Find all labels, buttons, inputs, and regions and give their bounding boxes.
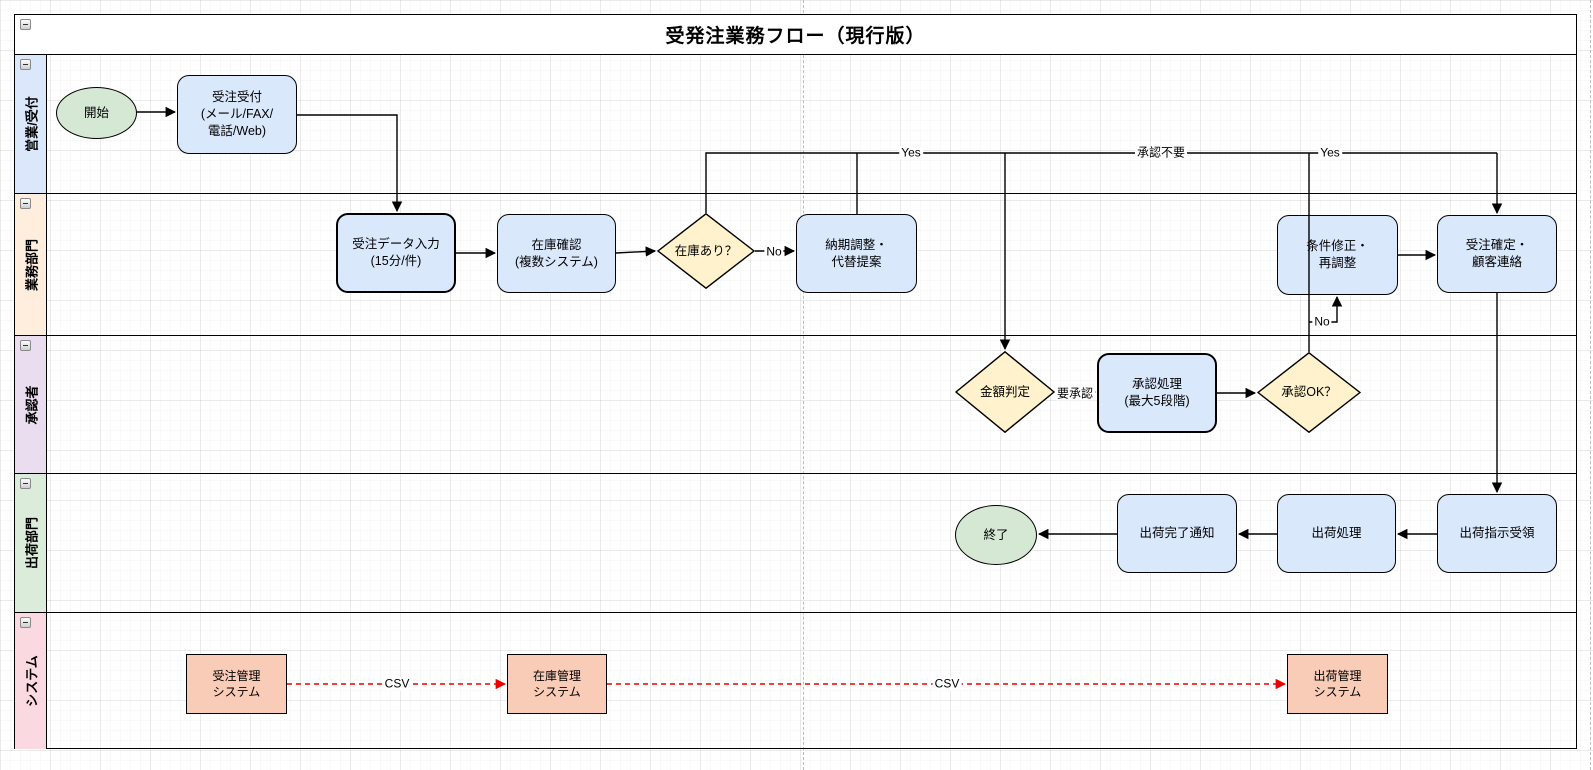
node-shipping-process[interactable]: 出荷処理 <box>1277 494 1396 573</box>
edge-label-stock-no[interactable]: No <box>764 244 784 259</box>
lane-operations: 業務部門 <box>15 194 1576 336</box>
page-boundary-line <box>1590 0 1591 770</box>
node-delivery-adjustment[interactable]: 納期調整・ 代替提案 <box>796 214 917 293</box>
node-condition-revision[interactable]: 条件修正・ 再調整 <box>1277 215 1398 295</box>
collapse-icon[interactable] <box>20 617 31 628</box>
lane-approver: 承認者 <box>15 336 1576 474</box>
node-approval-process[interactable]: 承認処理 (最大5段階) <box>1097 353 1217 433</box>
edge-label-stock-yes[interactable]: Yes <box>899 145 923 160</box>
lane-system: システム <box>15 613 1576 749</box>
collapse-icon[interactable] <box>20 198 31 209</box>
page-boundary-line <box>803 0 804 770</box>
node-order-confirmation[interactable]: 受注確定・ 顧客連絡 <box>1437 215 1557 293</box>
swimlane-pool[interactable]: 受発注業務フロー（現行版） 営業/受付 業務部門 承認者 出荷部門 システム <box>14 14 1577 749</box>
node-end[interactable]: 終了 <box>955 505 1037 565</box>
lane-label-operations[interactable]: 業務部門 <box>15 194 47 335</box>
page-title: 受発注業務フロー（現行版） <box>665 26 926 47</box>
lane-label-shipping-dept[interactable]: 出荷部門 <box>15 474 47 612</box>
edge-label-csv-1[interactable]: CSV <box>382 676 412 691</box>
collapse-icon[interactable] <box>20 59 31 70</box>
collapse-icon[interactable] <box>20 19 31 30</box>
node-decision-approval-ok[interactable]: 承認OK？ <box>1257 352 1361 433</box>
pool-titlebar[interactable]: 受発注業務フロー（現行版） <box>15 15 1576 55</box>
edge-label-approval-not-required[interactable]: 承認不要 <box>1134 145 1188 160</box>
node-order-reception[interactable]: 受注受付 (メール/FAX/ 電話/Web) <box>177 75 297 154</box>
node-order-data-entry[interactable]: 受注データ入力 (15分/件) <box>336 213 456 293</box>
edge-label-csv-2[interactable]: CSV <box>932 676 962 691</box>
lane-label-sales-reception[interactable]: 営業/受付 <box>15 55 47 193</box>
node-shipping-complete-notice[interactable]: 出荷完了通知 <box>1117 494 1237 573</box>
collapse-icon[interactable] <box>20 340 31 351</box>
edge-label-approval-yes[interactable]: Yes <box>1318 145 1342 160</box>
edge-label-approval-required[interactable]: 要承認 <box>1054 386 1096 401</box>
node-inventory-system[interactable]: 在庫管理 システム <box>507 654 607 714</box>
node-inventory-check[interactable]: 在庫確認 (複数システム) <box>497 214 616 293</box>
lane-label-approver[interactable]: 承認者 <box>15 336 47 473</box>
lane-shipping-dept: 出荷部門 <box>15 474 1576 613</box>
collapse-icon[interactable] <box>20 478 31 489</box>
diamond-shape <box>1257 352 1361 433</box>
diamond-shape <box>657 213 755 289</box>
node-decision-amount[interactable]: 金額判定 <box>955 351 1055 433</box>
edge-label-approval-no[interactable]: No <box>1312 314 1332 329</box>
node-shipping-system[interactable]: 出荷管理 システム <box>1287 654 1388 714</box>
lane-label-system[interactable]: システム <box>15 613 47 749</box>
node-decision-stock-available[interactable]: 在庫あり？ <box>657 213 755 289</box>
diamond-shape <box>955 351 1055 433</box>
node-shipping-instruction[interactable]: 出荷指示受領 <box>1437 494 1557 573</box>
node-start[interactable]: 開始 <box>56 87 137 139</box>
node-order-system[interactable]: 受注管理 システム <box>186 654 287 714</box>
